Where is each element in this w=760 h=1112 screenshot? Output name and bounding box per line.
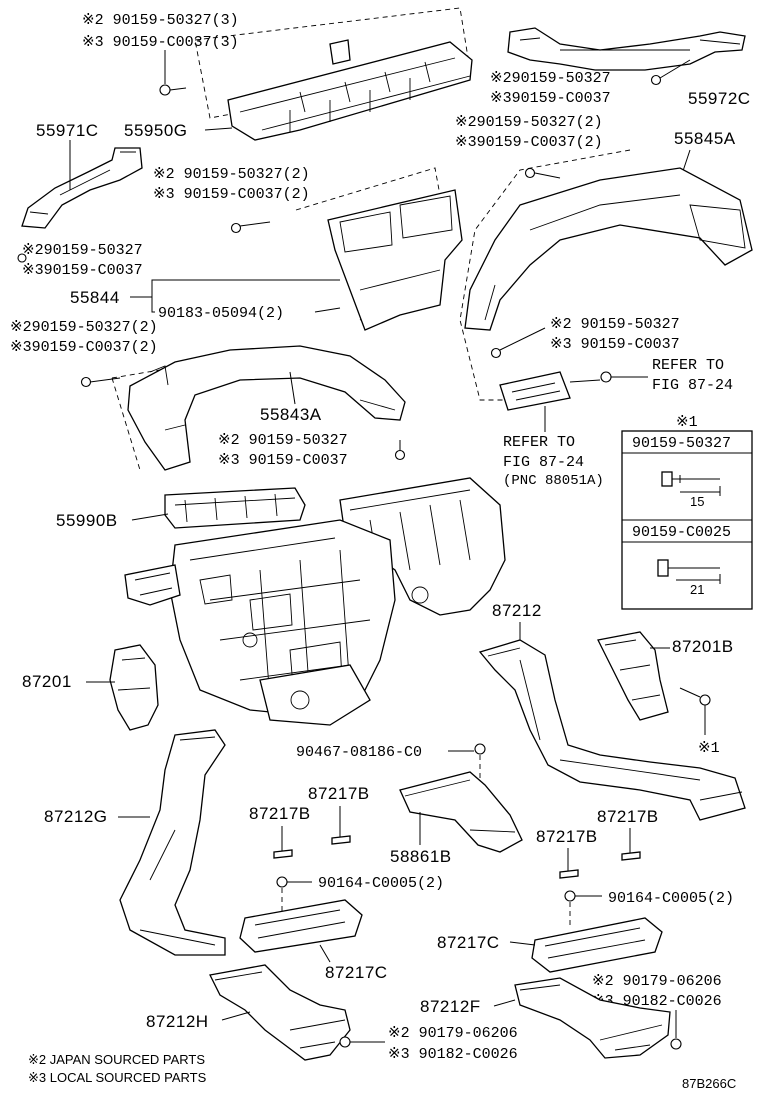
refer1-line1: REFER TO: [652, 357, 724, 374]
label-mark1: ※1: [698, 740, 720, 757]
inset-dim-a: 15: [690, 494, 704, 509]
callout-mid-left-2: ※3 90159-C0037(2): [153, 186, 310, 203]
label-87217c-right: 87217C: [437, 933, 500, 952]
inset-part-a: 90159-50327: [632, 435, 731, 452]
label-87212f: 87212F: [420, 997, 481, 1016]
label-55843a: 55843A: [260, 405, 322, 424]
callout-mid-right-2: ※390159-C0037(2): [455, 134, 603, 151]
label-87217b-a: 87217B: [308, 784, 370, 803]
label-87201: 87201: [22, 672, 72, 691]
callout-bottom-right-1: ※2 90179-06206: [592, 973, 722, 990]
callout-center-clip-1: ※2 90159-50327: [218, 432, 348, 449]
callout-center-clip-2: ※3 90159-C0037: [218, 452, 348, 469]
callout-left2-1: ※290159-50327(2): [10, 319, 158, 336]
callout-top-right-1: ※290159-50327: [490, 70, 611, 87]
duct-55845a: [464, 167, 753, 331]
callout-bottom-center-2: ※3 90182-C0026: [388, 1046, 518, 1063]
label-55950g: 55950G: [124, 121, 188, 140]
inset-part-b: 90159-C0025: [632, 524, 731, 541]
duct-87212g: [119, 729, 226, 956]
label-screw-90164-r: 90164-C0005(2): [608, 890, 734, 907]
bolt-top-left: [159, 84, 187, 96]
callout-mid-right-1: ※290159-50327(2): [455, 114, 603, 131]
label-55844: 55844: [70, 288, 120, 307]
callout-mid-left-1: ※2 90159-50327(2): [153, 166, 310, 183]
label-87217b-b: 87217B: [249, 804, 311, 823]
refer1-line2: FIG 87-24: [652, 377, 733, 394]
label-87201b: 87201B: [672, 637, 734, 656]
refer2-line3: (PNC 88051A): [503, 473, 604, 489]
duct-87201: [109, 644, 159, 731]
legend-local: ※3 LOCAL SOURCED PARTS: [28, 1070, 207, 1085]
control-module-ref: [499, 371, 571, 411]
legend-japan: ※2 JAPAN SOURCED PARTS: [28, 1052, 205, 1067]
label-87217b-c: 87217B: [597, 807, 659, 826]
callout-left2-2: ※390159-C0037(2): [10, 339, 158, 356]
callout-bottom-center-1: ※2 90179-06206: [388, 1025, 518, 1042]
label-58861b: 58861B: [390, 847, 452, 866]
label-87212h: 87212H: [146, 1012, 209, 1031]
register-87217c-right: [531, 917, 663, 973]
callout-left-clip-1: ※290159-50327: [22, 242, 143, 259]
callout-top-left-2: ※3 90159-C0037(3): [82, 34, 239, 51]
duct-87212f: [514, 977, 671, 1059]
duct-55843a: [127, 345, 406, 471]
label-clip-90467: 90467-08186-C0: [296, 744, 422, 761]
callout-left-clip-2: ※390159-C0037: [22, 262, 143, 279]
duct-87212h: [209, 964, 351, 1061]
callout-top-left-1: ※2 90159-50327(3): [82, 12, 239, 29]
duct-55971c: [21, 147, 143, 229]
label-55845a: 55845A: [674, 129, 736, 148]
register-58861b: [399, 771, 523, 853]
figure-code: 87B266C: [682, 1076, 736, 1091]
label-87217c-left: 87217C: [325, 963, 388, 982]
fastener-inset: ※1 90159-50327 15 90159-C0025 21: [621, 414, 753, 610]
duct-87212: [478, 639, 746, 821]
label-87212: 87212: [492, 601, 542, 620]
label-87217b-d: 87217B: [536, 827, 598, 846]
label-55990b: 55990B: [56, 511, 118, 530]
label-screw-90183: 90183-05094(2): [158, 305, 284, 322]
refer2-line2: FIG 87-24: [503, 454, 584, 471]
duct-87201b: [597, 631, 669, 721]
callout-right-clip-2: ※3 90159-C0037: [550, 336, 680, 353]
inset-dim-b: 21: [690, 582, 704, 597]
label-55971c: 55971C: [36, 121, 99, 140]
hvac-unit: [124, 477, 506, 726]
register-55844: [327, 189, 463, 331]
callout-right-clip-1: ※2 90159-50327: [550, 316, 680, 333]
callout-top-right-2: ※390159-C0037: [490, 90, 611, 107]
refer2-line1: REFER TO: [503, 434, 575, 451]
label-55972c: 55972C: [688, 89, 751, 108]
inset-mark: ※1: [676, 414, 698, 431]
duct-55972c: [507, 27, 746, 71]
label-87212g: 87212G: [44, 807, 108, 826]
register-panel-55950g: [194, 7, 473, 141]
register-87217c-left: [239, 899, 363, 953]
label-screw-90164-l: 90164-C0005(2): [318, 875, 444, 892]
